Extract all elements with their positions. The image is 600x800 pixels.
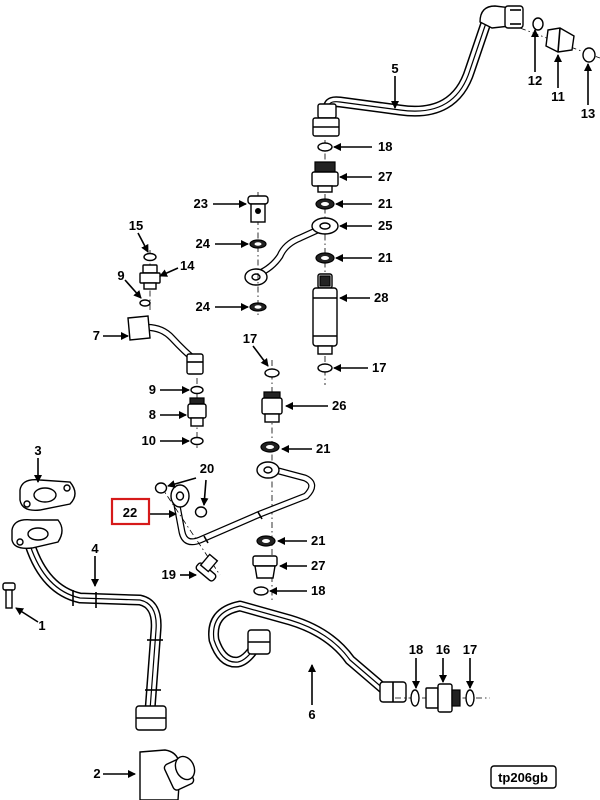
callout-17-center: 17	[243, 331, 257, 346]
leader-lines	[15, 29, 592, 778]
tube-22	[170, 461, 316, 546]
highlighted-callout-22: 22	[110, 497, 151, 526]
o-ring-20-left	[154, 482, 168, 494]
callout-18-top: 18	[378, 139, 392, 154]
callout-21-bottom: 21	[311, 533, 325, 548]
callout-18-center: 18	[311, 583, 325, 598]
banjo-bolt-23	[247, 195, 269, 205]
callout-26: 26	[332, 398, 346, 413]
o-ring-9-lower	[190, 385, 204, 395]
adapter-26	[263, 391, 281, 399]
fitting-group-bottom-right	[395, 683, 490, 713]
o-ring-17-center	[264, 368, 280, 378]
callout-1: 1	[38, 618, 45, 633]
callout-23: 23	[194, 196, 208, 211]
callout-4: 4	[91, 541, 99, 556]
adapter-8	[189, 397, 205, 405]
o-ring-17-right	[317, 363, 333, 373]
o-ring-18-top	[317, 142, 333, 152]
figure-code-tag: tp206gb	[490, 765, 557, 789]
callout-21-center: 21	[316, 441, 330, 456]
center-column-parts	[170, 360, 316, 600]
fitting-group-top-right	[519, 17, 600, 63]
callout-12: 12	[528, 73, 542, 88]
filter-28	[312, 273, 338, 355]
callout-20: 20	[200, 461, 214, 476]
callout-labels: 5 12 11 13 18 27 21 25 21 28 17 23 24 24…	[34, 61, 595, 781]
callout-17-right: 17	[372, 360, 386, 375]
flange-gasket-3	[11, 479, 76, 550]
banjo-fitting-25	[244, 217, 339, 286]
bolt-19	[195, 553, 219, 582]
callout-19: 19	[162, 567, 176, 582]
callout-6: 6	[308, 707, 315, 722]
banjo-group-19-20	[154, 482, 221, 582]
o-ring-9-upper	[139, 299, 151, 307]
o-ring-17-right-bottom	[465, 689, 475, 707]
callout-25: 25	[378, 218, 392, 233]
callout-11: 11	[551, 89, 565, 104]
callout-9-lower: 9	[149, 382, 156, 397]
callout-21-lower: 21	[378, 250, 392, 265]
o-ring-18-center	[253, 586, 269, 596]
o-ring-10	[190, 436, 204, 446]
callout-15: 15	[129, 218, 143, 233]
callout-8: 8	[149, 407, 156, 422]
left-tube-group	[127, 250, 207, 448]
o-ring-20-right	[194, 506, 208, 518]
o-ring-13	[582, 47, 596, 63]
callout-24-lower: 24	[196, 299, 211, 314]
tube-7	[127, 315, 204, 375]
callout-18-right: 18	[409, 642, 423, 657]
callout-2: 2	[93, 766, 100, 781]
o-ring-18-right	[410, 689, 420, 707]
callout-3: 3	[34, 443, 41, 458]
callout-27-top: 27	[378, 169, 392, 184]
drain-tube-4	[24, 539, 167, 731]
hose-assembly-6	[208, 600, 407, 703]
o-ring-12	[532, 17, 544, 31]
nut-27-bottom	[252, 555, 278, 567]
callout-13: 13	[581, 106, 595, 121]
callout-9-upper: 9	[117, 268, 124, 283]
callout-22: 22	[123, 505, 137, 520]
callout-14: 14	[180, 258, 195, 273]
nut-27-top	[314, 161, 336, 173]
callout-27-bottom: 27	[311, 558, 325, 573]
adapter-16	[425, 687, 439, 709]
callout-7: 7	[93, 328, 100, 343]
callout-28: 28	[374, 290, 388, 305]
right-column-parts	[244, 140, 339, 385]
callout-10: 10	[142, 433, 156, 448]
adapter-14	[142, 264, 158, 274]
banjo-bolt-23-group	[247, 192, 269, 315]
hose-assembly-5	[312, 5, 524, 137]
callout-16: 16	[436, 642, 450, 657]
figure-code: tp206gb	[498, 770, 548, 785]
bolt-1	[2, 582, 16, 609]
elbow-2	[139, 749, 196, 800]
o-ring-15	[143, 252, 157, 262]
highlight-box	[110, 497, 151, 526]
callout-5: 5	[391, 61, 398, 76]
callout-24-upper: 24	[196, 236, 211, 251]
callout-21-upper: 21	[378, 196, 392, 211]
callout-17-bottom: 17	[463, 642, 477, 657]
